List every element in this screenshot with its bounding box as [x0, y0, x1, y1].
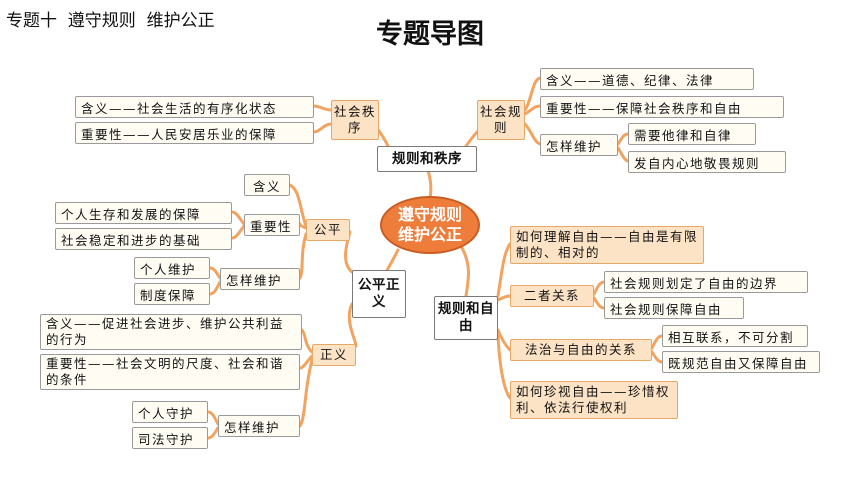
category-social-order: 社会秩序	[331, 100, 379, 140]
main-node-rules-order: 规则和秩序	[377, 146, 477, 172]
center-line2: 维护公正	[397, 225, 462, 244]
social-rules-maintain-item-2: 发自内心地敬畏规则	[628, 151, 786, 173]
center-line1: 遵守规则	[397, 205, 462, 224]
category-relation: 二者关系	[510, 285, 594, 307]
fairness-importance: 重要性	[244, 214, 300, 236]
justice-maintain-item-2: 司法守护	[132, 427, 208, 449]
fairness-importance-item-1: 个人生存和发展的保障	[55, 202, 232, 224]
fairness-maintain: 怎样维护	[220, 268, 300, 290]
social-order-importance: 重要性——人民安居乐业的保障	[75, 122, 314, 144]
fairness-maintain-item-2: 制度保障	[134, 283, 210, 305]
header-text: 专题十 遵守规则 维护公正	[6, 11, 215, 31]
justice-meaning: 含义——促进社会进步、维护公共利益的行为	[40, 314, 302, 350]
fairness-meaning: 含义	[244, 174, 290, 196]
social-rules-maintain-item-1: 需要他律和自律	[628, 123, 756, 145]
fairness-maintain-item-1: 个人维护	[134, 257, 210, 279]
main-node-rules-freedom: 规则和自由	[434, 296, 498, 340]
freedom-cherish: 如何珍视自由——珍惜权利、依法行使权利	[510, 381, 678, 419]
law-freedom-item-2: 既规范自由又保障自由	[662, 351, 820, 373]
justice-maintain: 怎样维护	[218, 415, 300, 437]
social-rules-meaning: 含义——道德、纪律、法律	[540, 68, 754, 90]
social-order-meaning: 含义——社会生活的有序化状态	[75, 96, 314, 118]
category-justice: 正义	[312, 344, 356, 366]
main-node-fair-justice: 公平正义	[352, 270, 406, 318]
social-rules-importance: 重要性——保障社会秩序和自由	[540, 96, 784, 118]
justice-maintain-item-1: 个人守护	[132, 401, 208, 423]
relation-item-2: 社会规则保障自由	[604, 297, 744, 319]
category-social-rules: 社会规则	[477, 100, 525, 140]
fairness-importance-item-2: 社会稳定和进步的基础	[55, 228, 232, 250]
category-fairness: 公平	[306, 219, 350, 241]
law-freedom-item-1: 相互联系，不可分割	[662, 325, 808, 347]
justice-importance: 重要性——社会文明的尺度、社会和谐的条件	[40, 354, 300, 390]
freedom-understand: 如何理解自由——自由是有限制的、相对的	[510, 226, 704, 264]
relation-item-1: 社会规则划定了自由的边界	[604, 271, 808, 293]
social-rules-maintain: 怎样维护	[540, 134, 618, 156]
page-title: 专题导图	[376, 19, 484, 50]
center-topic: 遵守规则 维护公正	[380, 196, 480, 254]
category-law-freedom: 法治与自由的关系	[510, 339, 652, 361]
